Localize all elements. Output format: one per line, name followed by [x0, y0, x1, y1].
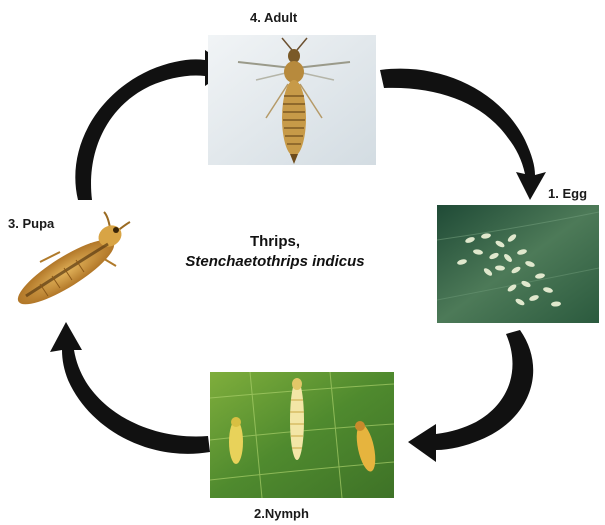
adult-photo: [208, 35, 376, 165]
diagram-title: Thrips, Stenchaetothrips indicus: [150, 232, 400, 272]
arrow-adult-to-egg: [380, 69, 546, 200]
arrow-egg-to-nymph: [408, 330, 533, 462]
stage-label-egg: 1. Egg: [548, 186, 587, 201]
egg-photo: [437, 205, 599, 323]
nymph-photo: [210, 372, 394, 498]
stage-label-nymph: 2.Nymph: [254, 506, 309, 521]
title-species-name: Stenchaetothrips indicus: [150, 252, 400, 272]
stage-label-adult: 4. Adult: [250, 10, 297, 25]
arrow-nymph-to-pupa: [50, 322, 210, 454]
stage-label-pupa: 3. Pupa: [8, 216, 54, 231]
title-common-name: Thrips,: [150, 232, 400, 252]
